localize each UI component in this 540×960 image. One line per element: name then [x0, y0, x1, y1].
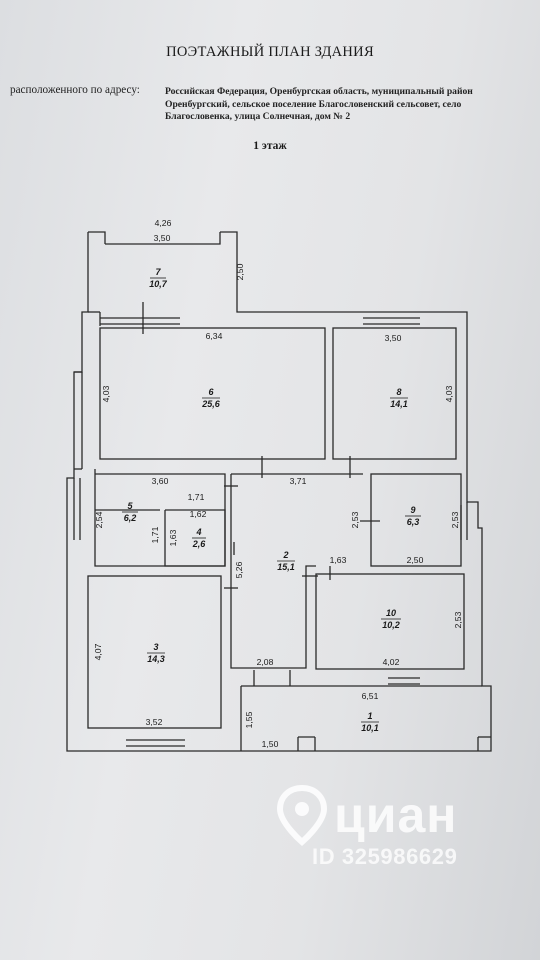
- address-label: расположенного по адресу:: [10, 84, 140, 96]
- room-1-number: 1: [367, 711, 372, 721]
- dim-label: 1,63: [168, 529, 178, 546]
- room-8-area: 14,1: [390, 399, 408, 409]
- room-7-label: 710,7: [149, 267, 168, 289]
- room-8-number: 8: [396, 387, 401, 397]
- dim-label: 5,26: [234, 561, 244, 578]
- cian-watermark: циан ID 325986629: [272, 782, 522, 882]
- room-9-label: 96,3: [405, 505, 421, 527]
- room-6-label: 625,6: [201, 387, 221, 409]
- dim-label: 4,03: [444, 385, 454, 402]
- room-10-area: 10,2: [382, 620, 400, 630]
- room-4-number: 4: [195, 527, 201, 537]
- dim-label: 2,50: [407, 555, 424, 565]
- room-9-area: 6,3: [407, 517, 420, 527]
- dim-label: 2,53: [350, 511, 360, 528]
- dim-label: 4,26: [155, 218, 172, 228]
- dimension-labels: 4,26 3,50 2,50 6,34 3,50 4,03 4,03 3,60 …: [93, 218, 463, 749]
- room-2-number: 2: [282, 550, 288, 560]
- dim-label: 1,63: [330, 555, 347, 565]
- room-labels: 710,7 625,6 814,1 56,2 42,6 96,3 215,1 1…: [122, 267, 421, 733]
- room-8-label: 814,1: [390, 387, 408, 409]
- watermark-brand: циан: [334, 787, 458, 843]
- room-5-label: 56,2: [122, 501, 138, 523]
- room-3-number: 3: [153, 642, 158, 652]
- dim-label: 2,53: [450, 511, 460, 528]
- dim-label: 2,53: [453, 611, 463, 628]
- room-10-number: 10: [386, 608, 396, 618]
- room-1-label: 110,1: [361, 711, 379, 733]
- dim-label: 1,71: [150, 526, 160, 543]
- wall-lines: [66, 231, 492, 752]
- dim-label: 2,50: [235, 263, 245, 280]
- room-9-number: 9: [410, 505, 415, 515]
- room-10-label: 10 10,2: [381, 608, 401, 630]
- room-7-number: 7: [155, 267, 161, 277]
- room-3-area: 14,3: [147, 654, 165, 664]
- dim-label: 6,34: [206, 331, 223, 341]
- room-6-area: 25,6: [201, 399, 221, 409]
- room-1-area: 10,1: [361, 723, 379, 733]
- dim-label: 3,50: [154, 233, 171, 243]
- room-2-label: 215,1: [277, 550, 295, 572]
- dim-label: 1,71: [188, 492, 205, 502]
- dim-label: 1,50: [262, 739, 279, 749]
- room-4-area: 2,6: [192, 539, 207, 549]
- dim-label: 4,03: [101, 385, 111, 402]
- room-7-area: 10,7: [149, 279, 168, 289]
- room-2-area: 15,1: [277, 562, 295, 572]
- dim-label: 4,02: [383, 657, 400, 667]
- room-5-number: 5: [127, 501, 133, 511]
- dim-label: 1,55: [244, 711, 254, 728]
- dim-label: 1,62: [190, 509, 207, 519]
- dim-label: 3,71: [290, 476, 307, 486]
- location-pin-icon: [276, 784, 328, 846]
- dim-label: 3,50: [385, 333, 402, 343]
- dim-label: 3,60: [152, 476, 169, 486]
- dim-label: 3,52: [146, 717, 163, 727]
- dim-label: 4,07: [93, 643, 103, 660]
- address-text: Российская Федерация, Оренбургская облас…: [165, 86, 473, 122]
- dim-label: 6,51: [362, 691, 379, 701]
- room-4-label: 42,6: [192, 527, 207, 549]
- dim-label: 2,08: [257, 657, 274, 667]
- dim-label: 2,54: [94, 511, 104, 528]
- floor-label: 1 этаж: [253, 140, 287, 152]
- room-6-number: 6: [208, 387, 214, 397]
- room-5-area: 6,2: [124, 513, 137, 523]
- room-3-label: 314,3: [147, 642, 165, 664]
- document-title: ПОЭТАЖНЫЙ ПЛАН ЗДАНИЯ: [166, 44, 374, 60]
- watermark-id: ID 325986629: [312, 844, 458, 869]
